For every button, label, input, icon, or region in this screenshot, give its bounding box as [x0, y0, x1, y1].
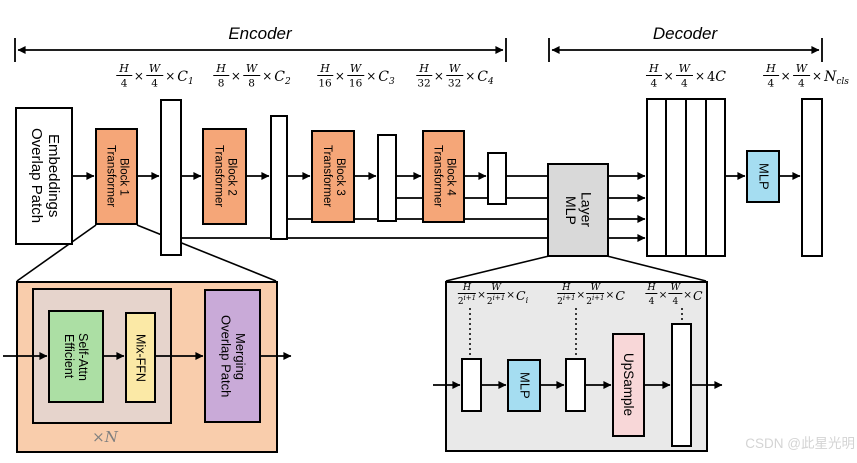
feature-bar-1	[160, 99, 182, 256]
mlp-layer-label-line2: Layer	[578, 192, 595, 228]
detail-feature-bar-in	[461, 358, 482, 412]
fused-feature-stack	[646, 98, 726, 257]
encoder-section-label: Encoder	[228, 24, 292, 43]
times-sign: ×	[658, 289, 668, 302]
times-sign: ×	[433, 69, 444, 84]
times-sign: ×	[230, 69, 241, 84]
decoder-mlp-box: MLP	[746, 150, 780, 203]
times-sign: ×	[366, 69, 377, 84]
times-sign: ×	[812, 69, 823, 84]
upsample-label: UpSample	[621, 353, 637, 417]
stack-divider	[665, 100, 667, 255]
tb1-label-line1: Transformer	[104, 145, 117, 208]
detail-mlp-box: MLP	[507, 359, 541, 412]
detail-feature-bar-mid	[565, 358, 586, 412]
times-sign: ×	[780, 69, 791, 84]
stack-divider	[685, 100, 687, 255]
mix-ffn-box: Mix-FFN	[125, 312, 156, 403]
watermark: CSDN @此星光明	[745, 436, 855, 451]
dotted-dimension-lines	[469, 308, 683, 356]
decoder-section-label: Decoder	[652, 24, 718, 43]
esa-label-line1: Efficient	[62, 334, 76, 379]
encoder-span-arrow	[14, 38, 507, 62]
ope-label-line1: Overlap Patch	[28, 128, 45, 224]
tb3-label-line2: Block 3	[333, 157, 346, 196]
decoder-span-arrow	[548, 38, 823, 62]
times-sign: ×	[605, 289, 615, 302]
detail-mlp-label: MLP	[517, 372, 533, 399]
opm-label-line1: Overlap Patch	[218, 314, 234, 398]
tb3-label-line1: Transformer	[321, 145, 333, 208]
ope-label-line2: Embeddings	[44, 134, 62, 218]
decoder-mlp-label: MLP	[756, 163, 772, 190]
opm-label-line2: Merging	[233, 332, 249, 380]
times-sign: ×	[694, 69, 706, 84]
mix-ffn-label: Mix-FFN	[133, 333, 148, 382]
decoder-flow-arrows	[609, 172, 801, 242]
tb2-label-line1: Transformer	[212, 145, 225, 208]
detail-feature-bar-out	[671, 323, 692, 447]
times-sign: ×	[506, 289, 516, 302]
tb4-label-line1: Transformer	[431, 145, 444, 208]
tb1-label-line2: Block 1	[117, 157, 130, 196]
feature-bar-2	[270, 115, 288, 240]
repeat-times-n-label: ×N	[92, 428, 118, 446]
times-sign: ×	[576, 289, 586, 302]
upsample-box: UpSample	[612, 333, 645, 437]
times-sign: ×	[133, 69, 144, 84]
times-sign: ×	[477, 289, 486, 302]
feature-bar-3	[377, 134, 397, 222]
times-sign: ×	[683, 289, 693, 302]
mlp-layer-label-line1: MLP	[563, 195, 579, 225]
times-sign: ×	[663, 69, 674, 84]
output-bar	[801, 98, 823, 257]
times-sign: ×	[165, 69, 176, 84]
tb2-label-line2: Block 2	[225, 157, 238, 196]
times-sign: ×	[334, 69, 345, 84]
stack-divider	[705, 100, 707, 255]
tb4-label-line2: Block 4	[444, 157, 457, 196]
times-sign: ×	[465, 69, 476, 84]
feature-bar-4	[487, 152, 507, 205]
esa-label-line2: Self-Attn	[76, 332, 90, 381]
times-sign: ×	[262, 69, 273, 84]
